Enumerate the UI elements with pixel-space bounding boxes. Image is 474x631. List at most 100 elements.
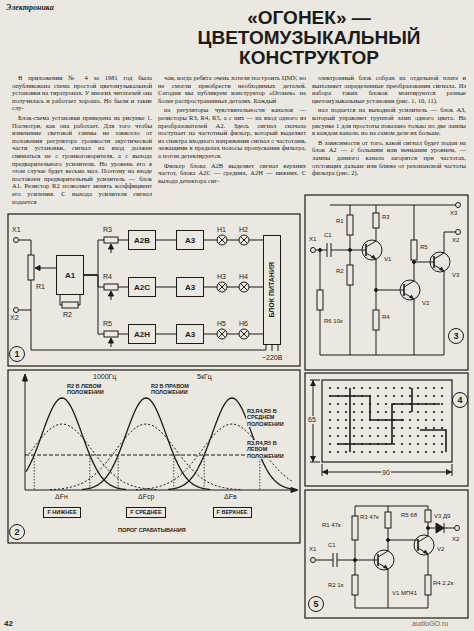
part-name: R5 bbox=[103, 320, 112, 328]
schematic-wire bbox=[347, 265, 353, 285]
board-hole bbox=[385, 411, 387, 413]
transistor-symbol bbox=[414, 535, 434, 555]
board-hole bbox=[393, 443, 395, 445]
transistor-symbol bbox=[434, 253, 444, 271]
transistor-symbol bbox=[433, 256, 435, 268]
board-hole bbox=[377, 435, 379, 437]
lamp-symbol bbox=[217, 329, 227, 339]
transistor-symbol bbox=[404, 281, 414, 299]
board-hole bbox=[393, 395, 395, 397]
transistor-symbol bbox=[383, 565, 388, 570]
board-hole bbox=[441, 387, 443, 389]
board-hole bbox=[401, 411, 403, 413]
board-hole bbox=[393, 451, 395, 453]
board-hole bbox=[433, 443, 435, 445]
schematic-wire bbox=[414, 205, 434, 355]
frequency-label: 5кГц bbox=[196, 373, 213, 381]
board-hole bbox=[353, 395, 355, 397]
response-curve bbox=[34, 455, 90, 490]
frequency-graph bbox=[23, 374, 299, 493]
node-text: F НИЖНЕЕ bbox=[47, 509, 76, 516]
lamp-symbol bbox=[217, 282, 227, 292]
board-hole bbox=[361, 387, 363, 389]
part-name: R4 bbox=[382, 314, 390, 321]
board-hole bbox=[369, 395, 371, 397]
body-text: В приложении № 4 за 1981 год была опубли… bbox=[12, 74, 152, 112]
signal-wire bbox=[84, 240, 128, 275]
part-name: R1 bbox=[36, 283, 45, 291]
board-hole bbox=[417, 387, 419, 389]
part-name: V1 bbox=[384, 256, 391, 263]
board-hole bbox=[425, 403, 427, 405]
board-hole bbox=[393, 427, 395, 429]
board-hole bbox=[353, 411, 355, 413]
transistor-symbol bbox=[430, 252, 450, 272]
frequency-box: F СРЕДНЕЕ bbox=[126, 507, 166, 518]
node-text: 5 bbox=[313, 599, 318, 609]
board-hole bbox=[353, 451, 355, 453]
board-hole bbox=[337, 443, 339, 445]
block-box: А2С bbox=[128, 277, 156, 297]
board-hole bbox=[417, 451, 419, 453]
board-hole bbox=[377, 411, 379, 413]
schematic-wire bbox=[354, 527, 430, 562]
node-text: 1 bbox=[14, 349, 19, 359]
figure-frame bbox=[8, 195, 468, 618]
terminal-label: Х3 bbox=[450, 210, 457, 217]
schematic-wire bbox=[436, 523, 444, 533]
board-hole bbox=[337, 427, 339, 429]
text-column: электронный блок собран на отдельной пла… bbox=[312, 74, 466, 179]
schematic-wire bbox=[311, 558, 316, 563]
potentiometer-symbol bbox=[109, 291, 114, 296]
board-hole bbox=[345, 443, 347, 445]
node-text: БЛОК ПИТАНИЯ bbox=[268, 262, 276, 318]
board-hole bbox=[329, 443, 331, 445]
mains-label: ~220В bbox=[262, 354, 282, 362]
board-hole bbox=[393, 387, 395, 389]
board-hole bbox=[377, 387, 379, 389]
block-diagram-wire bbox=[31, 310, 278, 351]
terminal-label: Х2 bbox=[452, 237, 459, 244]
part-name: R1 47к bbox=[322, 522, 341, 529]
board-hole bbox=[337, 419, 339, 421]
block-diagram-wire bbox=[14, 308, 19, 313]
lamp-symbol bbox=[217, 235, 227, 245]
figure-number: 3 bbox=[448, 328, 464, 344]
circuit-board bbox=[330, 388, 446, 452]
text-column: чаи, когда ребята очень хотели построить… bbox=[158, 74, 306, 186]
board-hole bbox=[441, 411, 443, 413]
lamp-symbol bbox=[241, 331, 248, 338]
part-name: R3 bbox=[103, 226, 112, 234]
board-hole bbox=[417, 443, 419, 445]
part-name: Н1 bbox=[217, 226, 226, 234]
board-hole bbox=[433, 395, 435, 397]
node-text: А3 bbox=[185, 236, 195, 245]
figure-number: 2 bbox=[9, 524, 25, 540]
board-hole bbox=[401, 395, 403, 397]
lamp-symbol bbox=[239, 329, 249, 339]
part-name: R2 bbox=[63, 311, 72, 319]
node-text: 4 bbox=[457, 395, 462, 405]
schematic-wire bbox=[373, 310, 379, 330]
board-hole bbox=[369, 403, 371, 405]
schematic-wire bbox=[413, 261, 416, 264]
board-hole bbox=[353, 387, 355, 389]
body-text: Фильтр блока А2В выделяет сигнал верхних… bbox=[158, 162, 306, 185]
board-hole bbox=[401, 451, 403, 453]
board-hole bbox=[377, 419, 379, 421]
schematic-wire bbox=[320, 205, 455, 355]
section-header: Электроника bbox=[6, 3, 54, 12]
schematic-wire bbox=[352, 575, 358, 595]
board-hole bbox=[361, 443, 363, 445]
board-hole bbox=[441, 435, 443, 437]
board-hole bbox=[377, 443, 379, 445]
board-hole bbox=[361, 395, 363, 397]
frequency-graph bbox=[291, 488, 298, 493]
schematic-wire bbox=[411, 240, 417, 260]
lamp-symbol bbox=[241, 237, 248, 244]
board-hole bbox=[353, 435, 355, 437]
lamp-symbol bbox=[219, 284, 226, 291]
board-hole bbox=[425, 427, 427, 429]
part-name: R2 1к bbox=[328, 582, 343, 589]
transistor-symbol bbox=[362, 240, 382, 260]
